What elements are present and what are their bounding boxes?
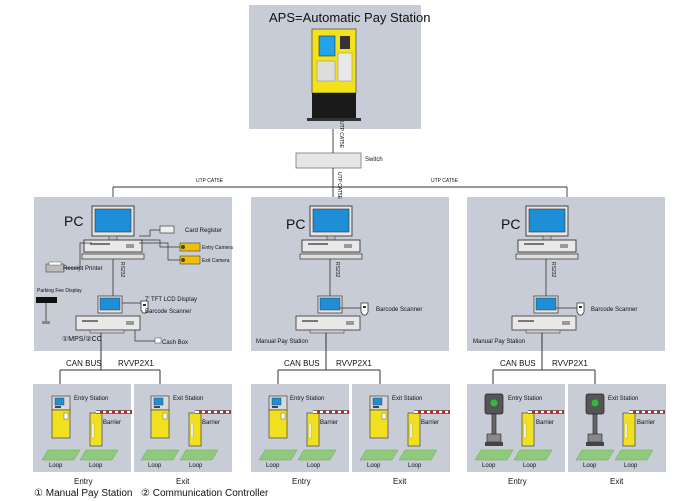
station-middle-label: Manual Pay Station <box>256 339 309 345</box>
rs232-left-label: RS232 <box>119 262 125 278</box>
barcode-left-label: Barcode Scanner <box>145 309 192 315</box>
uplink-cable-label: UTP CAT5E <box>338 121 344 149</box>
entry-station-1-label: Entry Station <box>74 396 109 402</box>
entry-station-2-label: Entry Station <box>290 396 325 402</box>
exit-caption-3: Exit <box>610 477 624 486</box>
loop-9-label: Loop <box>482 463 496 469</box>
card-register-icon <box>159 225 175 234</box>
loop-11-label: Loop <box>583 463 597 469</box>
entry-station-1-icon <box>51 395 71 439</box>
loop-4-icon <box>179 449 219 461</box>
middle-cable-label: UTP CAT5E <box>336 172 342 200</box>
exit-station-3-label: Exit Station <box>608 396 639 402</box>
left-cable-label: UTP CAT5E <box>196 178 224 184</box>
loop-12-label: Loop <box>624 463 638 469</box>
loop-2-icon <box>79 449 119 461</box>
loop-1-label: Loop <box>49 463 63 469</box>
exit-caption-2: Exit <box>393 477 407 486</box>
loop-9-icon <box>474 449 514 461</box>
right-cable-label: UTP CAT5E <box>431 178 459 184</box>
barcode-right-label: Barcode Scanner <box>591 307 638 313</box>
station-right-label: Manual Pay Station <box>473 339 526 345</box>
rs232-right-label: RS232 <box>550 262 556 278</box>
aps-title: APS=Automatic Pay Station <box>269 10 431 25</box>
entry-station-3-label: Entry Station <box>508 396 543 402</box>
loop-10-label: Loop <box>523 463 537 469</box>
receipt-printer-icon <box>45 261 65 273</box>
receipt-printer-label: Receipt Printer <box>63 266 103 272</box>
loop-7-icon <box>359 449 399 461</box>
barcode-scanner-middle-icon <box>360 302 369 316</box>
barcode-scanner-right-icon <box>576 302 585 316</box>
card-register-label: Card Register <box>185 228 223 234</box>
barrier-2-label: Barrier <box>202 420 221 426</box>
exit-station-2-label: Exit Station <box>392 396 423 402</box>
footer-mps: ① Manual Pay Station <box>34 488 133 499</box>
loop-12-icon <box>614 449 654 461</box>
rs232-middle-label: RS232 <box>334 262 340 278</box>
pc-right-label: PC <box>501 216 521 232</box>
rvvp-label-3: RVVP2X1 <box>552 359 588 368</box>
bus-lines <box>59 333 596 395</box>
entry-caption-1: Entry <box>74 477 93 486</box>
aps-kiosk-icon <box>307 28 361 121</box>
parking-fee-display-label: Parking Fee Display <box>37 288 82 294</box>
barcode-middle-label: Barcode Scanner <box>376 307 423 313</box>
exit-camera-icon <box>179 255 201 265</box>
loop-10-icon <box>513 449 553 461</box>
footer-cc: ② Communication Controller <box>141 488 269 499</box>
pc-left-label: PC <box>64 213 84 229</box>
loop-11-icon <box>575 449 615 461</box>
loop-3-icon <box>140 449 180 461</box>
loop-8-label: Loop <box>408 463 422 469</box>
exit-caption-1: Exit <box>176 477 190 486</box>
entry-caption-2: Entry <box>292 477 311 486</box>
barrier-5-label: Barrier <box>536 420 555 426</box>
barrier-4-label: Barrier <box>421 420 440 426</box>
rvvp-label-2: RVVP2X1 <box>336 359 372 368</box>
station-left-label: ①MPS/②CC <box>62 336 102 343</box>
lcd-display-label: 7' TFT LCD Display <box>145 297 197 303</box>
entry-camera-icon <box>179 242 201 252</box>
parking-fee-display-icon <box>36 297 57 324</box>
barrier-6-label: Barrier <box>637 420 656 426</box>
entry-caption-3: Entry <box>508 477 527 486</box>
exit-station-2-icon <box>369 395 389 439</box>
exit-station-1-icon <box>150 395 170 439</box>
pc-middle-label: PC <box>286 216 306 232</box>
cash-box-label: Cash Box <box>162 340 189 346</box>
loop-6-icon <box>297 449 337 461</box>
rvvp-label-1: RVVP2X1 <box>118 359 154 368</box>
loop-7-label: Loop <box>367 463 381 469</box>
loop-3-label: Loop <box>148 463 162 469</box>
barrier-3-label: Barrier <box>320 420 339 426</box>
loop-5-label: Loop <box>266 463 280 469</box>
barrier-1-label: Barrier <box>103 420 122 426</box>
loop-1-icon <box>41 449 81 461</box>
switch-label: Switch <box>365 157 383 163</box>
can-bus-label-3: CAN BUS <box>500 359 536 368</box>
entry-station-2-icon <box>268 395 288 439</box>
loop-8-icon <box>398 449 438 461</box>
can-bus-label-1: CAN BUS <box>66 359 102 368</box>
exit-camera-label: Exit Camera <box>202 258 230 264</box>
exit-station-1-label: Exit Station <box>173 396 204 402</box>
loop-2-label: Loop <box>89 463 103 469</box>
switch <box>295 152 362 169</box>
loop-6-label: Loop <box>307 463 321 469</box>
loop-4-label: Loop <box>189 463 203 469</box>
entry-camera-label: Entry Camera <box>202 245 233 251</box>
can-bus-label-2: CAN BUS <box>284 359 320 368</box>
cash-box-icon <box>154 337 162 344</box>
loop-5-icon <box>258 449 298 461</box>
